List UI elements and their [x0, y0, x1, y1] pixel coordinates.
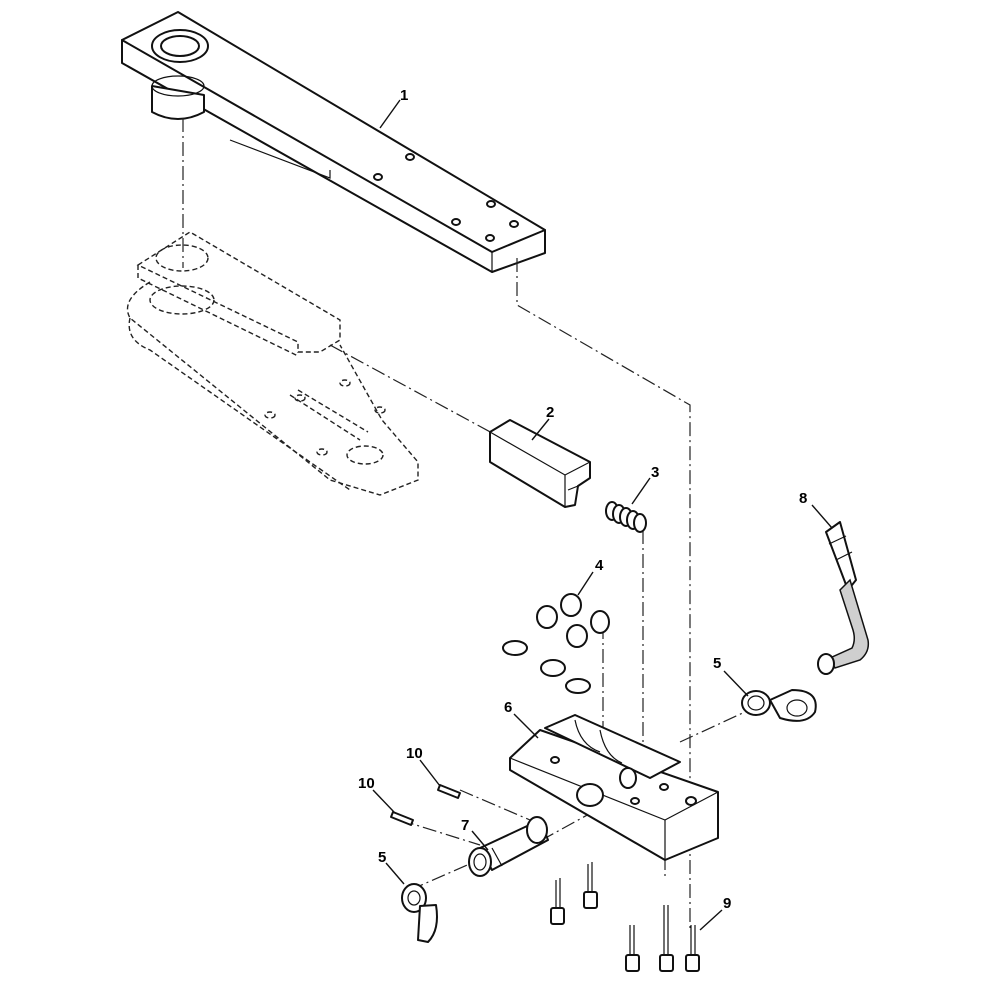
callout-3: 3 [651, 464, 659, 481]
part-2-latch[interactable] [489, 419, 591, 508]
part-10-pins[interactable] [390, 784, 461, 826]
part-5-ring-lower[interactable] [401, 883, 438, 943]
callout-5-upper: 5 [713, 655, 721, 672]
part-9-screws[interactable] [550, 862, 700, 972]
part-8-handle[interactable] [817, 521, 870, 675]
callout-9: 9 [723, 895, 731, 912]
part-3-spring[interactable] [605, 501, 647, 533]
callout-4: 4 [595, 557, 604, 574]
mating-arm-phantom [126, 231, 419, 496]
callout-8: 8 [799, 490, 807, 507]
part-4-discs[interactable] [502, 593, 610, 694]
callout-6: 6 [504, 699, 512, 716]
callout-7: 7 [461, 817, 469, 834]
part-6-base-block[interactable] [509, 714, 719, 861]
callout-1: 1 [400, 87, 408, 104]
callout-5-lower: 5 [378, 849, 386, 866]
part-5-ring-upper[interactable] [741, 689, 817, 722]
part-1-arm[interactable] [121, 11, 546, 274]
callout-labels: 1 2 3 4 5 6 8 9 10 10 7 5 [358, 87, 807, 912]
callout-10-upper: 10 [406, 745, 423, 762]
callout-2: 2 [546, 404, 554, 421]
callout-10-lower: 10 [358, 775, 375, 792]
part-7-cylinder[interactable] [468, 816, 549, 877]
leader-lines [372, 99, 833, 931]
